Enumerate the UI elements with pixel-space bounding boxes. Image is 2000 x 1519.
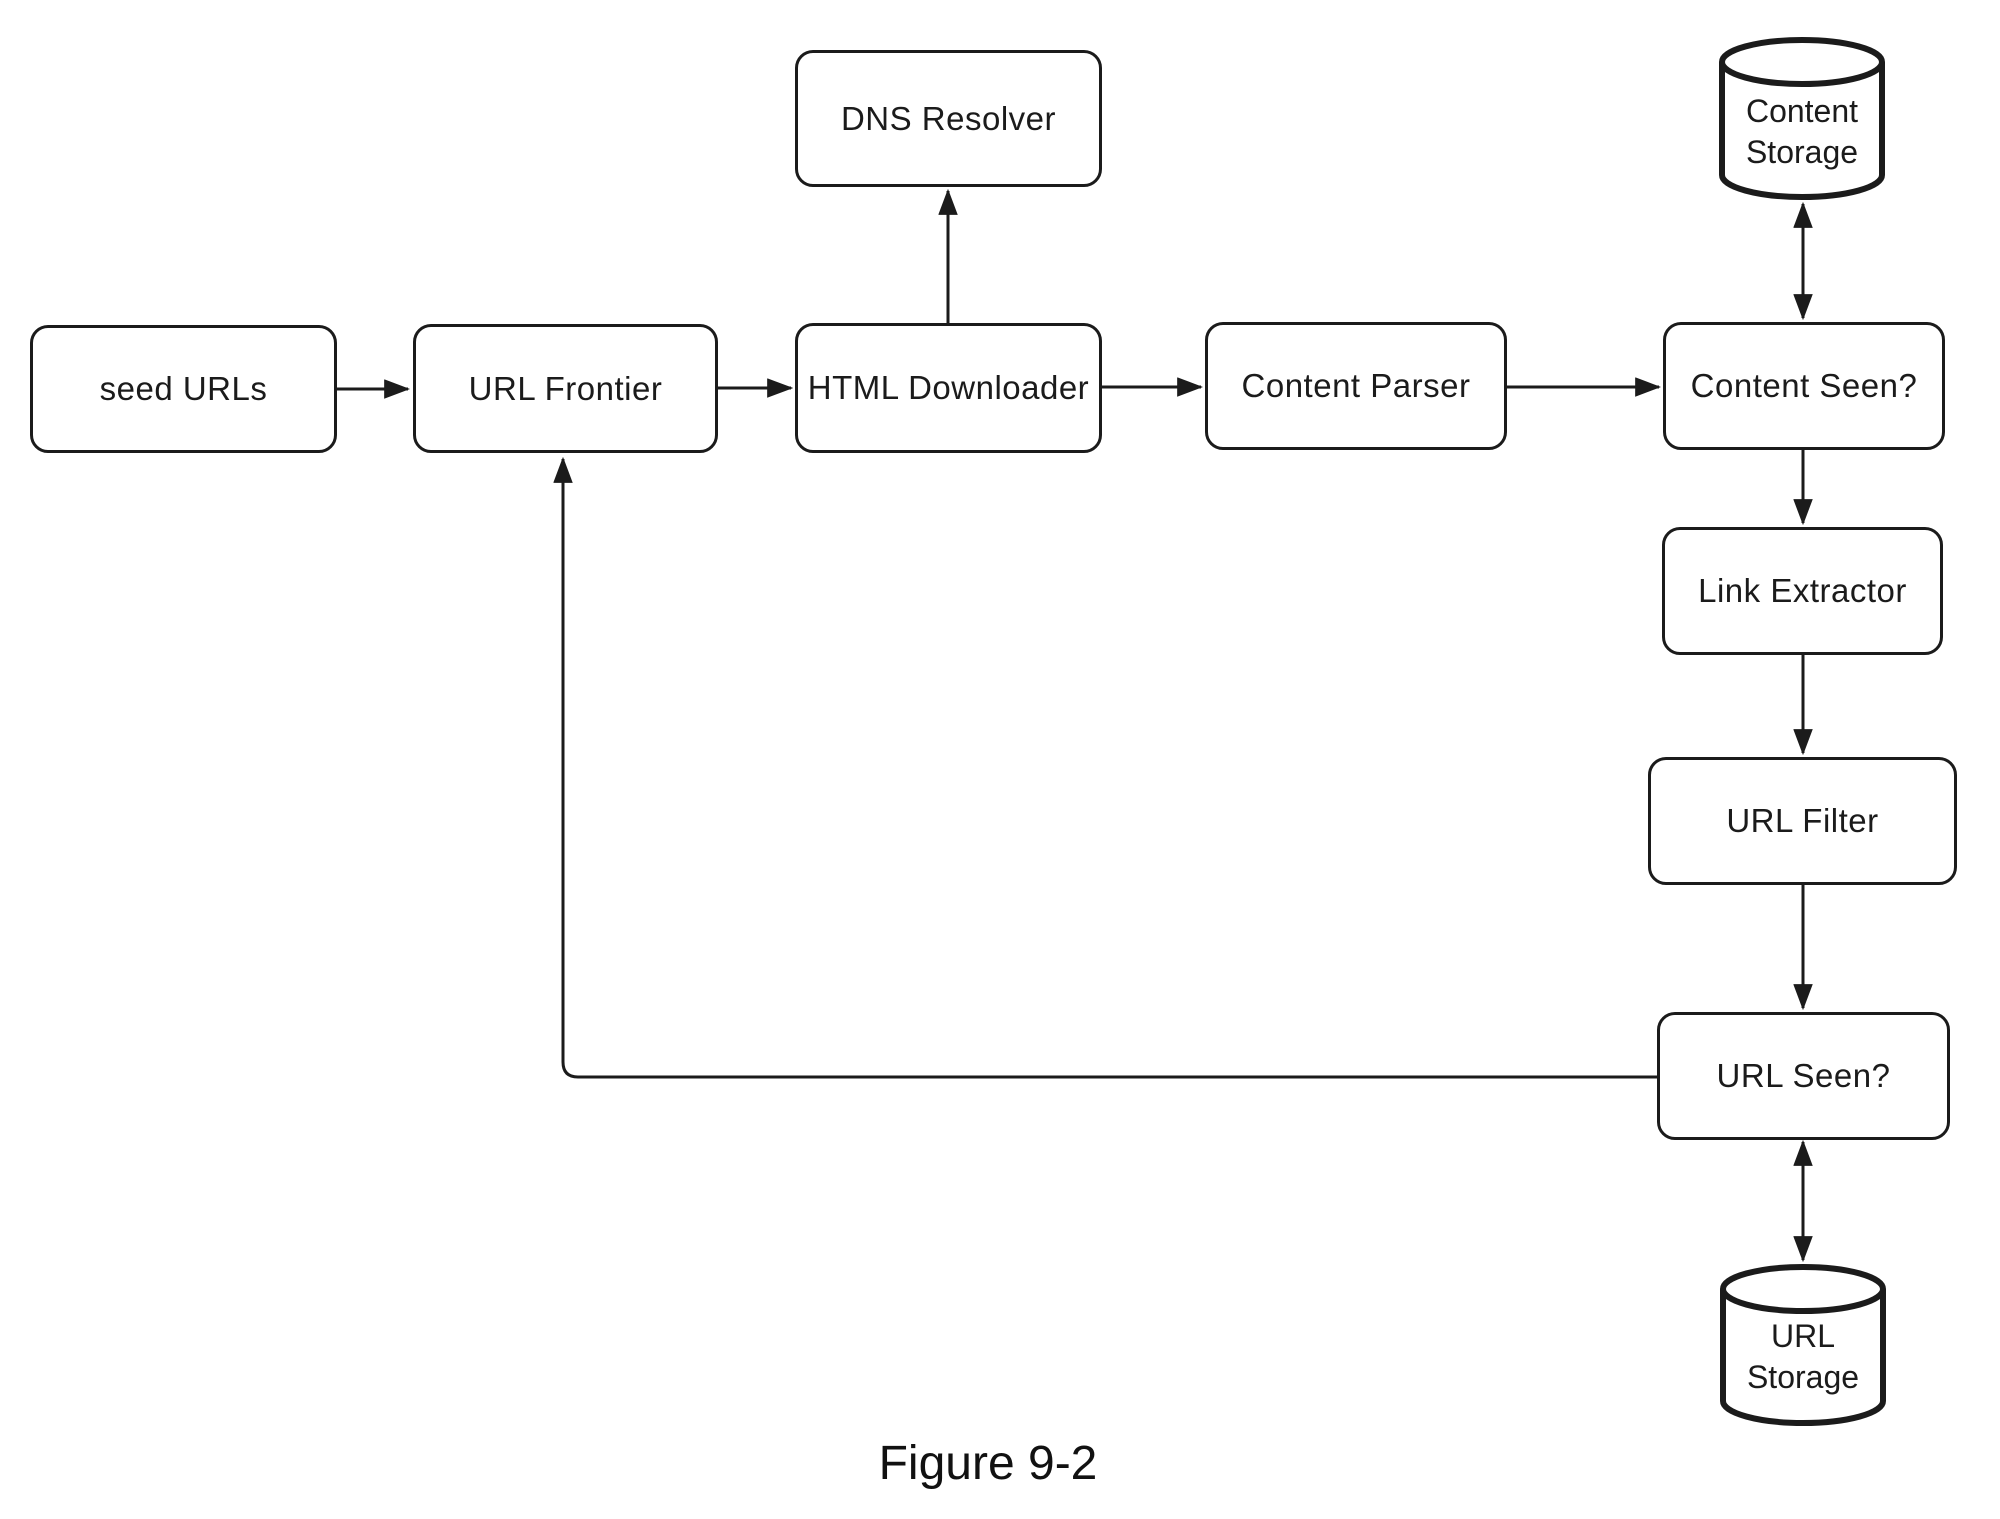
url-storage-label-line2: Storage	[1746, 1359, 1860, 1395]
node-content-seen-label: Content Seen?	[1690, 367, 1918, 404]
node-seed-urls-label: seed URLs	[99, 370, 268, 407]
content-storage-label: Content Storage	[1722, 78, 1882, 186]
url-storage-label-line1: URL	[1770, 1318, 1835, 1354]
node-content-parser-label: Content Parser	[1241, 367, 1471, 404]
url-storage-label: URL Storage	[1723, 1303, 1883, 1411]
node-html-downloader-label: HTML Downloader	[807, 369, 1090, 406]
edge-url-seen-to-url-frontier	[553, 456, 1657, 1079]
url-storage-cylinder	[1720, 1264, 1886, 1426]
node-url-filter-label: URL Filter	[1726, 802, 1879, 839]
node-dns-resolver-label: DNS Resolver	[840, 99, 1057, 137]
node-html-downloader: HTML Downloader	[795, 323, 1102, 453]
content-storage-label-line1: Content	[1745, 93, 1859, 129]
node-url-seen: URL Seen?	[1657, 1012, 1950, 1140]
node-url-frontier-label: URL Frontier	[468, 369, 663, 407]
node-seed-urls: seed URLs	[30, 325, 337, 453]
node-url-frontier: URL Frontier	[413, 324, 718, 453]
node-dns-resolver: DNS Resolver	[795, 50, 1102, 187]
node-link-extractor-label: Link Extractor	[1698, 572, 1907, 609]
node-url-seen-label: URL Seen?	[1716, 1057, 1891, 1094]
content-storage-label-line2: Storage	[1745, 134, 1859, 170]
figure-caption: Figure 9-2	[878, 1437, 1098, 1490]
node-link-extractor: Link Extractor	[1662, 527, 1943, 655]
node-url-filter: URL Filter	[1648, 757, 1957, 885]
node-content-parser: Content Parser	[1205, 322, 1507, 450]
node-content-seen: Content Seen?	[1663, 322, 1945, 450]
content-storage-cylinder	[1719, 37, 1885, 200]
